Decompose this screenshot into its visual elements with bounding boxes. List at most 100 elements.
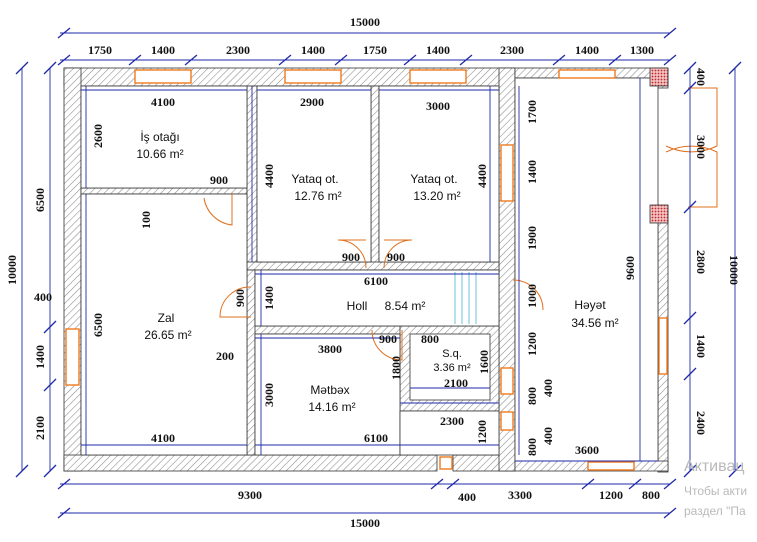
dimension-labels: 15000 1750 1400 2300 1400 1750 1400 2300… — [5, 15, 741, 530]
door-yard-1 — [665, 87, 718, 153]
room-kitchen-name: Mətbəx — [310, 383, 349, 397]
door-bed1 — [337, 239, 367, 269]
door-hall-left — [219, 286, 252, 318]
dim-partition-200: 200 — [216, 349, 234, 363]
dim-right-col-3: 1900 — [525, 226, 539, 250]
dim-wc-outer-bottom: 2300 — [440, 414, 464, 428]
door-bed2 — [383, 239, 413, 269]
room-bed1-area: 12.76 m² — [294, 189, 341, 203]
dimension-ticks — [15, 27, 742, 519]
wall-living-right — [246, 269, 256, 456]
room-hall-area: 8.54 m² — [385, 299, 426, 313]
room-kitchen-area: 14.16 m² — [308, 400, 355, 414]
dim-right-col-1: 1700 — [525, 100, 539, 124]
wall-bottom-left — [63, 454, 438, 472]
pillar-top — [649, 67, 669, 87]
wall-office-bottom — [80, 187, 248, 195]
room-yard-name: Həyət — [574, 298, 606, 312]
room-wc-area: 3.36 m² — [433, 362, 471, 374]
wall-bed-divider — [370, 85, 380, 271]
dim-living-width: 4100 — [151, 431, 175, 445]
dim-bottom-3: 3300 — [508, 488, 532, 502]
dim-yard-height: 9600 — [623, 256, 637, 280]
dim-bed1-width: 2900 — [300, 95, 324, 109]
dim-office-height: 2600 — [91, 124, 105, 148]
dim-bottom-2: 400 — [458, 490, 476, 504]
doors — [203, 87, 718, 361]
dim-top-3: 2300 — [226, 43, 250, 57]
room-bed2-area: 13.20 m² — [413, 189, 460, 203]
room-labels: İş otağı 10.66 m² Yataq ot. 12.76 m² Yat… — [136, 130, 618, 414]
room-yard-area: 34.56 m² — [571, 316, 618, 330]
room-office-name: İş otağı — [140, 130, 179, 144]
dim-left-4: 2100 — [33, 416, 47, 440]
room-living-name: Zal — [158, 311, 175, 325]
dim-bed2-height: 4400 — [475, 164, 489, 188]
dim-office-door: 900 — [210, 173, 228, 187]
door-kitchen — [371, 329, 403, 361]
dim-wc-height-right: 1600 — [477, 350, 491, 374]
dim-bed1-door: 900 — [342, 250, 360, 264]
dim-hall-height: 1400 — [262, 286, 276, 310]
wall-right-house — [498, 67, 516, 472]
dim-yard-bottom: 3600 — [575, 443, 599, 457]
dim-wall-100: 100 — [139, 211, 153, 229]
dim-left-3: 1400 — [33, 345, 47, 369]
dim-left-1: 6500 — [33, 188, 47, 212]
wall-left — [63, 67, 82, 472]
dim-kitchen-height: 3000 — [262, 383, 276, 407]
dim-right-5: 2400 — [694, 411, 708, 435]
door-yard-house — [512, 279, 544, 311]
dimension-lines — [21, 32, 736, 514]
dim-right-col-5: 1200 — [525, 332, 539, 356]
room-wc-name: S.q. — [442, 348, 462, 360]
room-bed2-name: Yataq ot. — [410, 172, 457, 186]
dim-left-2: 400 — [34, 290, 52, 304]
dim-right-4: 1400 — [694, 334, 708, 358]
dim-small-400-a: 400 — [541, 379, 555, 397]
dim-right-col-7: 800 — [525, 438, 539, 456]
dim-kitchen-door: 900 — [379, 332, 397, 346]
room-office-area: 10.66 m² — [136, 147, 183, 161]
dim-bed2-width: 3000 — [426, 99, 450, 113]
dim-bed2-door: 900 — [387, 250, 405, 264]
dim-right-2: 3000 — [694, 135, 708, 159]
dim-total-bottom: 15000 — [350, 516, 380, 530]
dim-hall-door-left: 900 — [233, 289, 247, 307]
pillar-mid — [649, 204, 669, 224]
dim-right-col-2: 1400 — [525, 160, 539, 184]
dim-office-width: 4100 — [151, 95, 175, 109]
dim-total-top: 15000 — [350, 15, 380, 29]
dim-wc-outer-right: 1200 — [475, 420, 489, 444]
dim-top-1: 1750 — [88, 43, 112, 57]
dim-bottom-5: 800 — [642, 488, 660, 502]
dim-right-col-4: 1000 — [525, 284, 539, 308]
dim-hall-width: 6100 — [364, 274, 388, 288]
activation-watermark-line3: раздел "Па — [684, 504, 746, 518]
dim-bottom-4: 1200 — [599, 488, 623, 502]
dim-left-outer: 10000 — [5, 255, 19, 285]
room-bed1-name: Yataq ot. — [291, 172, 338, 186]
dim-wc-width-top: 800 — [421, 332, 439, 346]
stair-lines — [454, 272, 477, 324]
windows — [65, 69, 668, 471]
activation-watermark-line2: Чтобы акти — [684, 484, 748, 498]
dim-top-2: 1400 — [151, 43, 175, 57]
dim-living-height: 6500 — [91, 313, 105, 337]
dim-right-col-6: 800 — [525, 387, 539, 405]
activation-watermark-title: Активац — [684, 458, 745, 475]
room-hall-name: Holl — [347, 299, 368, 313]
dim-top-4: 1400 — [301, 43, 325, 57]
dim-bottom-1: 9300 — [238, 488, 262, 502]
dim-right-1: 400 — [694, 68, 708, 86]
dim-top-9: 1300 — [630, 43, 654, 57]
wall-hall-top — [246, 261, 500, 271]
dim-top-5: 1750 — [363, 43, 387, 57]
dim-right-outer: 10000 — [727, 255, 741, 285]
room-living-area: 26.65 m² — [144, 328, 191, 342]
dim-top-8: 1400 — [575, 43, 599, 57]
dim-kitchen-width-bottom: 6100 — [364, 431, 388, 445]
dim-right-3: 2800 — [694, 250, 708, 274]
door-yard-2 — [665, 145, 718, 208]
